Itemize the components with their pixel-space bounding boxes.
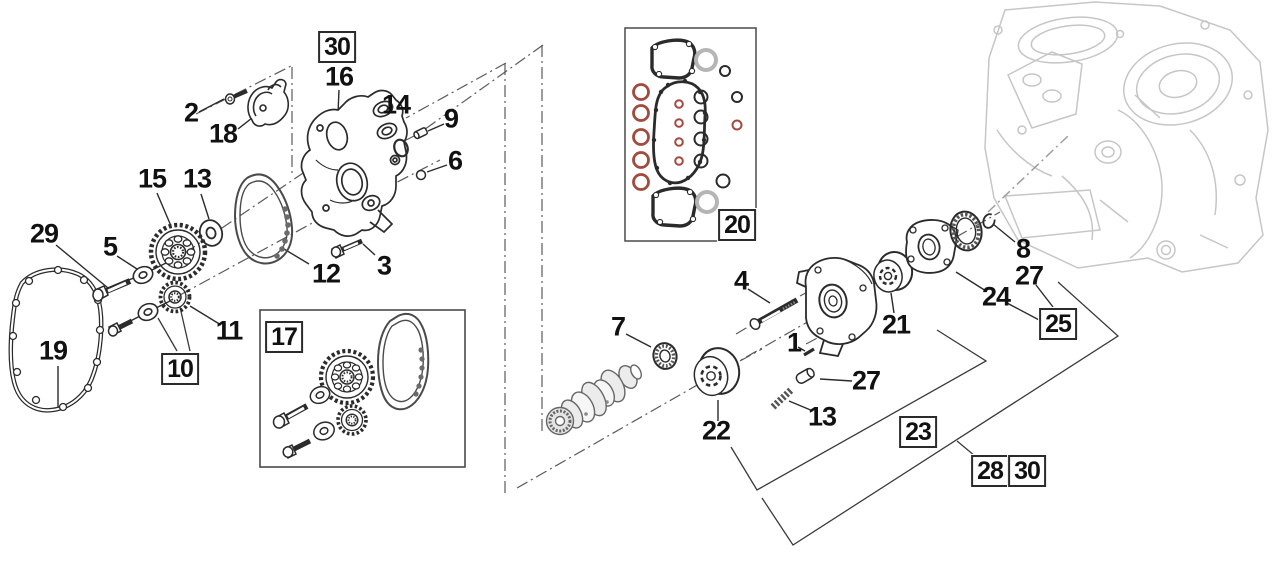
bolt-4 [749,297,799,331]
dowel-9 [413,127,429,140]
sprocket-15 [148,222,208,282]
oring-14 [393,138,409,158]
bolt-3 [330,238,363,260]
spring-13 [770,387,794,410]
ball-6 [415,169,427,181]
cam-cover-gasket [8,265,105,413]
tappet-gasket-top [650,38,697,80]
inset-sprocket-large [318,348,376,406]
gasket-kit-box [624,27,757,242]
inset-bolt-small [282,438,312,460]
camshaft [545,364,643,436]
washer-13-left [198,219,224,247]
tensioner-18 [247,78,290,127]
kit-orings-gray [694,48,719,214]
rotor-21 [873,251,914,293]
inset-bolt-large [272,403,309,430]
snap-ring-8 [982,213,996,229]
bolt-10-lower [107,318,134,337]
pin-1 [803,347,815,357]
inset-box-17 [259,309,466,468]
plunger-27 [795,367,815,384]
inset-washers [309,385,335,441]
inset-chain [376,312,430,411]
inset-sprocket-small [336,404,368,436]
leader-lines [55,89,1054,421]
tappet-gasket-bottom [651,186,698,228]
washer-10-lower [137,302,159,322]
cam-support-plate [300,89,408,237]
seal-27 [949,210,983,252]
sprocket-11 [158,280,192,314]
cover-gasket-kit [651,78,708,186]
rotor-22 [693,347,741,397]
cam-chain-12 [233,173,294,265]
screw-2 [224,89,248,105]
kit-orings-black [693,65,743,189]
bearing-7 [652,342,678,370]
bolt-29 [92,278,132,302]
kit-orings-red [632,83,743,191]
oil-pump-body [795,256,878,358]
engine-case-drawing [984,1,1269,273]
group-bands [157,281,1120,546]
pump-cover-24 [905,219,959,274]
washer-5 [132,265,154,285]
